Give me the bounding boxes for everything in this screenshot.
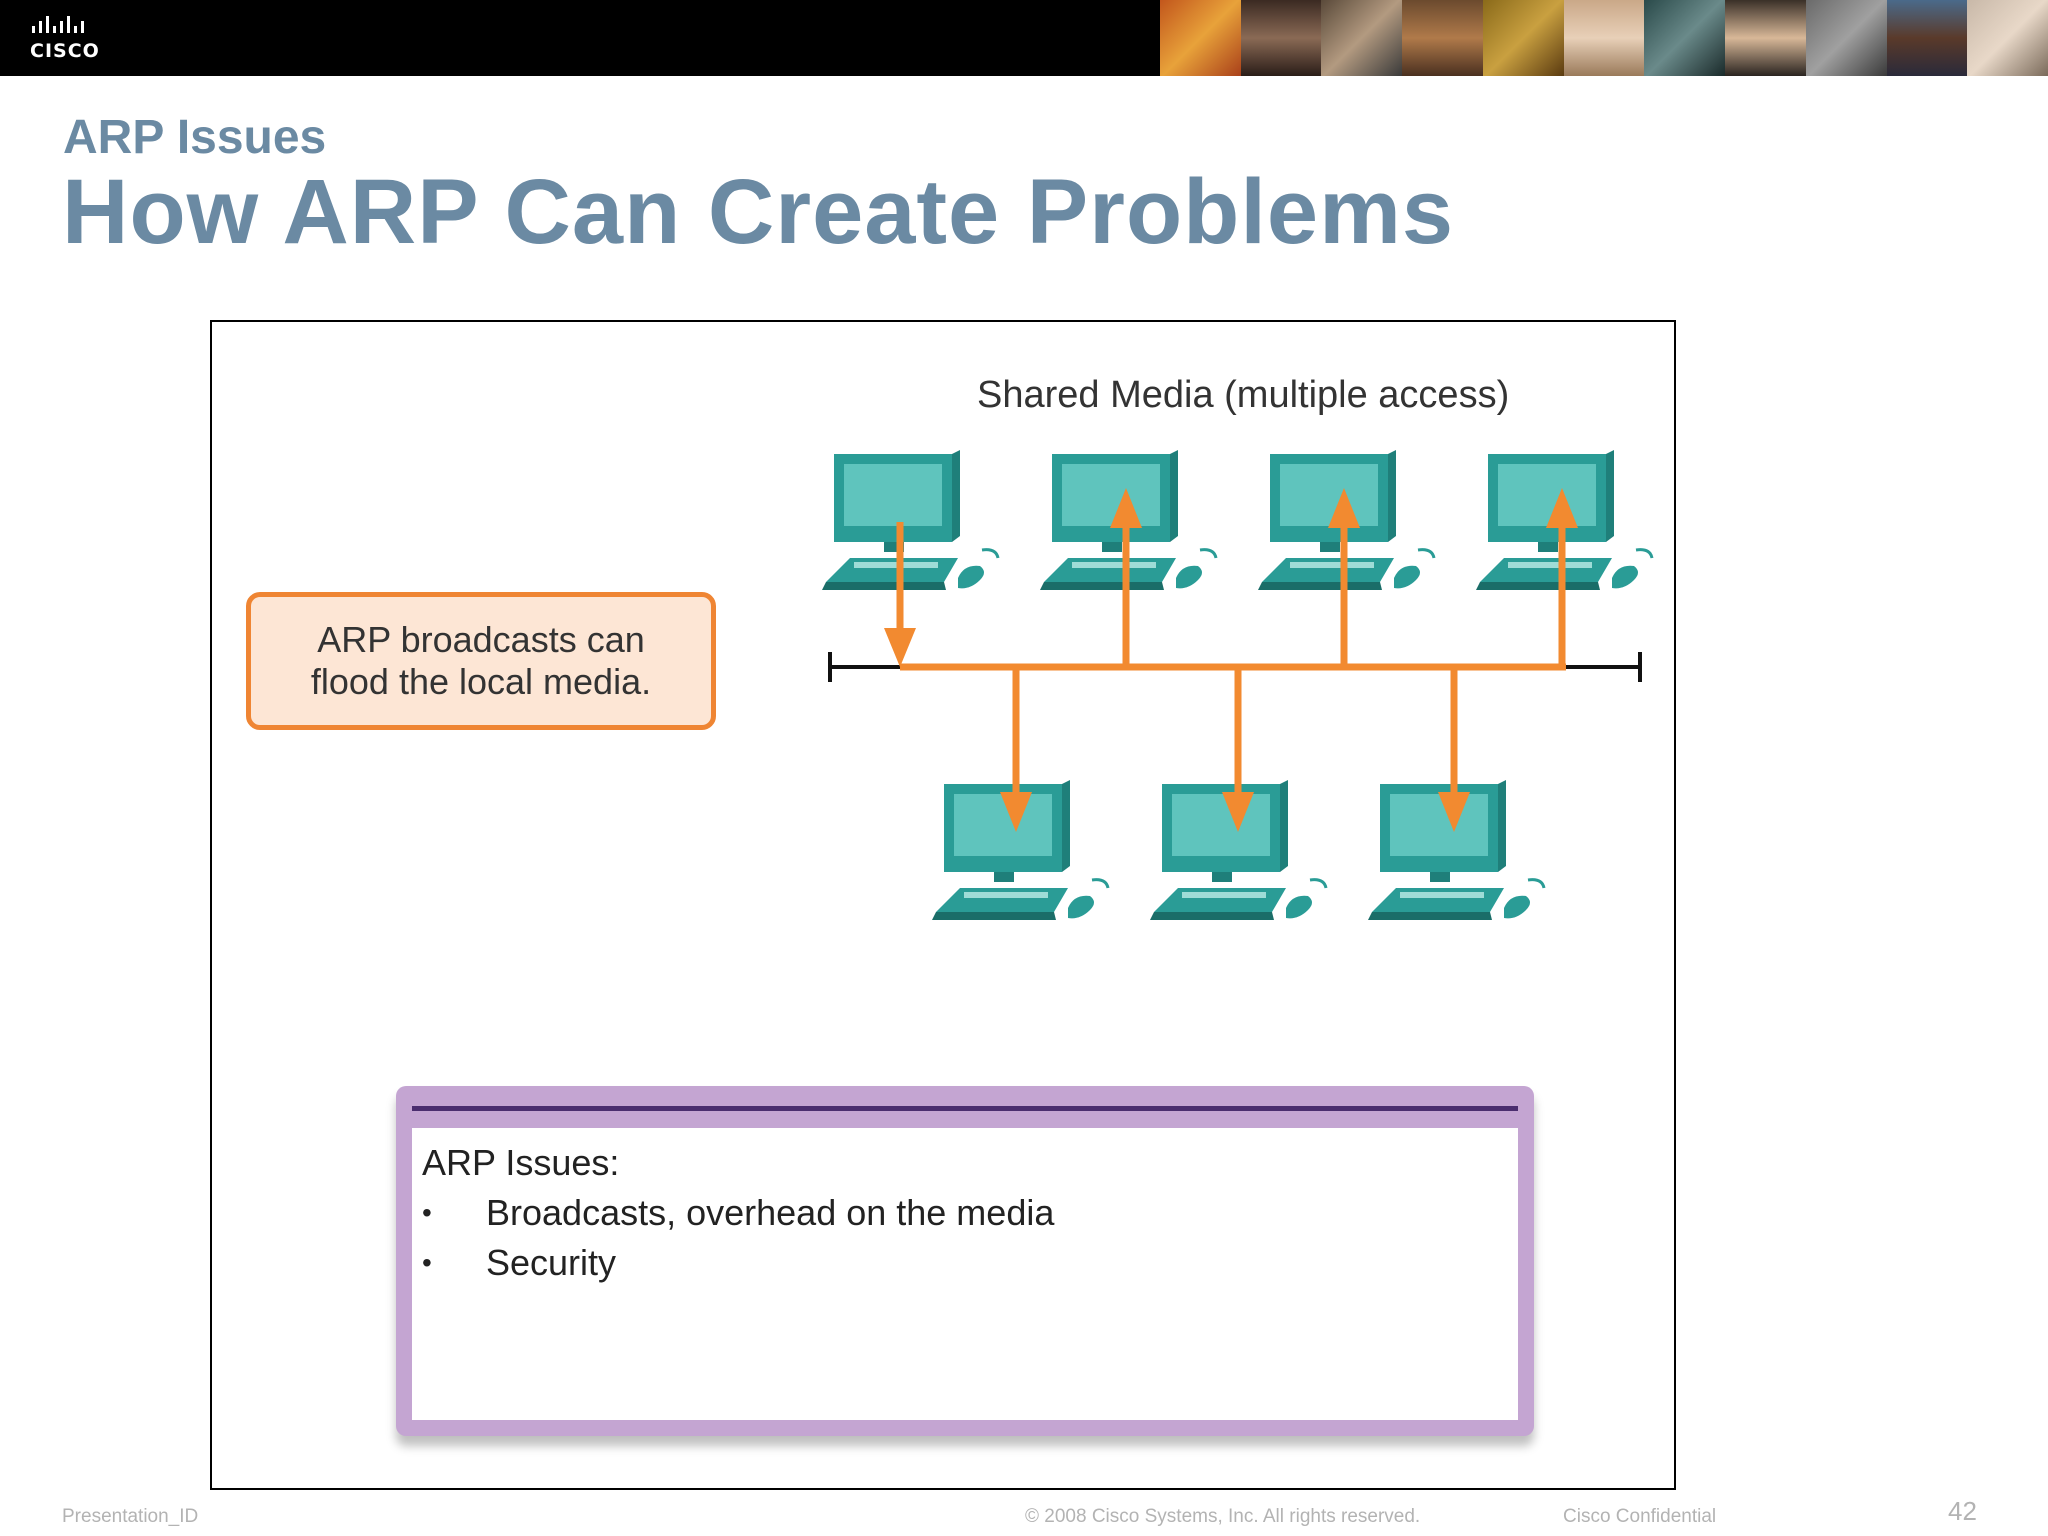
issues-heading: ARP Issues:: [422, 1142, 620, 1183]
issues-box-content: ARP Issues: Broadcasts, overhead on the …: [412, 1128, 1518, 1420]
issues-box-rule: [412, 1106, 1518, 1111]
diagram-frame: Shared Media (multiple access): [210, 320, 1676, 1490]
cisco-logo-text: CISCO: [30, 40, 100, 62]
slide-title: How ARP Can Create Problems: [62, 161, 1455, 263]
callout-line-2: flood the local media.: [310, 661, 652, 702]
page-number: 42: [1948, 1496, 1977, 1526]
cisco-bars-icon: [32, 16, 84, 33]
header-photo-strip: [1160, 0, 2048, 76]
network-diagram: [820, 448, 1654, 922]
broadcast-down-arrowhead-1: [1000, 792, 1032, 832]
footer-confidential: Cisco Confidential: [1563, 1506, 1717, 1527]
broadcast-down-arrowhead-3: [1438, 792, 1470, 832]
footer-presentation-id: Presentation_ID: [62, 1506, 199, 1527]
issue-item: Security: [422, 1238, 1508, 1288]
callout-line-1: ARP broadcasts can: [317, 619, 645, 660]
broadcast-up-arrowhead-3: [1328, 488, 1360, 528]
shared-media-label: Shared Media (multiple access): [977, 374, 1510, 416]
issues-list: Broadcasts, overhead on the media Securi…: [422, 1188, 1508, 1288]
arp-issues-box: ARP Issues: Broadcasts, overhead on the …: [396, 1086, 1534, 1436]
footer-copyright: © 2008 Cisco Systems, Inc. All rights re…: [1025, 1506, 1421, 1527]
slide-subtitle: ARP Issues: [63, 111, 327, 164]
issue-item: Broadcasts, overhead on the media: [422, 1188, 1508, 1238]
broadcast-down-arrowhead-2: [1222, 792, 1254, 832]
arp-broadcast-callout: ARP broadcasts can flood the local media…: [246, 592, 716, 730]
header-bar: CISCO: [0, 0, 2048, 76]
broadcast-source-arrowhead: [884, 628, 916, 667]
cisco-logo: CISCO: [30, 14, 120, 62]
broadcast-up-arrowhead-4: [1546, 488, 1578, 528]
top-computer-1: [820, 448, 1000, 592]
broadcast-up-arrowhead-2: [1110, 488, 1142, 528]
